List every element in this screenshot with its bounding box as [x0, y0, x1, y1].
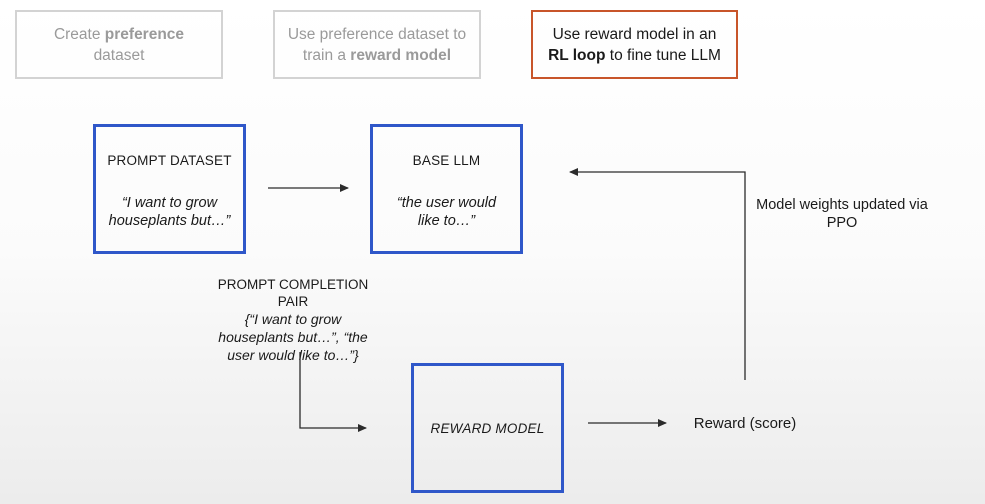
arrow-score-to-llm — [569, 168, 746, 380]
prompt-dataset-quote: “I want to grow houseplants but…” — [108, 195, 231, 229]
step-create-preference-dataset: Create preference dataset — [15, 10, 223, 79]
completion-pair-title: PROMPT COMPLETION PAIR — [217, 277, 369, 309]
step-rl-loop: Use reward model in an RL loop to fine t… — [531, 10, 738, 79]
step-1-text: Create preference dataset — [53, 25, 185, 64]
reward-model-box: REWARD MODEL — [411, 363, 564, 493]
step-2-text: Use preference dataset to train a reward… — [287, 25, 467, 64]
completion-pair-text: {“I want to grow houseplants but…”, “the… — [218, 311, 368, 363]
arrow-pair-to-reward — [299, 352, 367, 432]
step-train-reward-model: Use preference dataset to train a reward… — [273, 10, 481, 79]
ppo-update-label: Model weights updated via PPO — [756, 197, 928, 231]
base-llm-title: BASE LLM — [412, 153, 481, 168]
step-3-text: Use reward model in an RL loop to fine t… — [548, 25, 721, 64]
prompt-dataset-box: PROMPT DATASET “I want to grow houseplan… — [93, 124, 246, 254]
reward-score-label: Reward (score) — [693, 415, 797, 432]
base-llm-box: BASE LLM “the user would like to…” — [370, 124, 523, 254]
reward-model-title: REWARD MODEL — [430, 420, 545, 436]
base-llm-quote: “the user would like to…” — [396, 195, 497, 229]
prompt-completion-pair: PROMPT COMPLETION PAIR {“I want to grow … — [208, 276, 378, 364]
prompt-dataset-title: PROMPT DATASET — [107, 153, 232, 168]
